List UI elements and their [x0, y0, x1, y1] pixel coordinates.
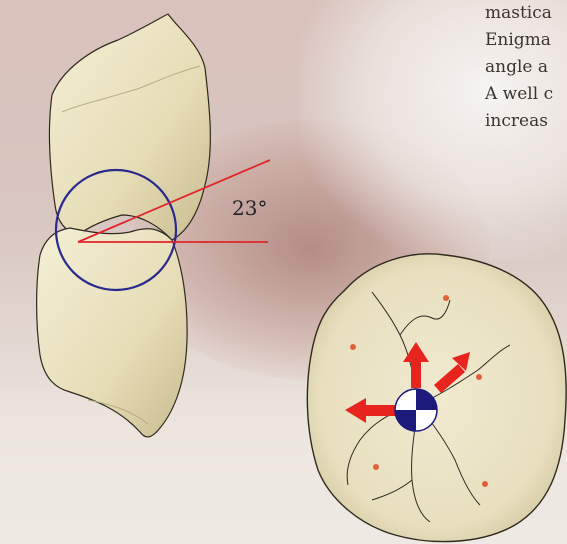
center-of-mass-icon [395, 389, 437, 431]
contact-dot [443, 295, 449, 301]
contact-dot [482, 481, 488, 487]
contact-dot [373, 464, 379, 470]
contact-dot [350, 344, 356, 350]
occlusal-outline [307, 254, 566, 542]
contact-dot [476, 374, 482, 380]
